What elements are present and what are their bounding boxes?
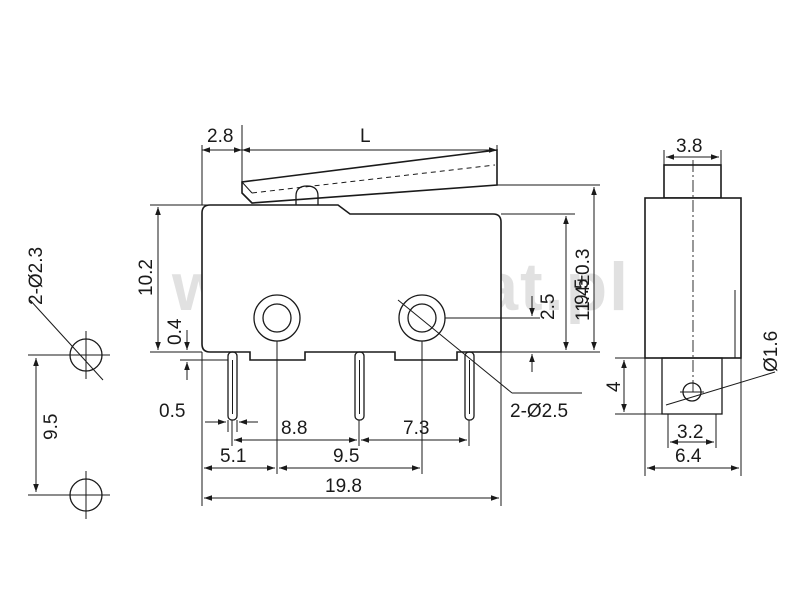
button-width-label: 3.8 xyxy=(676,136,702,157)
pin-spacing-label: 3.2 xyxy=(677,422,703,443)
hole-offset-label: 2.5 xyxy=(538,294,559,320)
actuator-button xyxy=(295,185,319,205)
side-pin xyxy=(661,357,723,415)
pin-hole-leader xyxy=(665,371,776,406)
body-height-label: 10.2 xyxy=(136,259,157,296)
front-view: 2.8 L 10.2 0.4 2.5 9.5 11.4±0.3 2-Ø2.5 xyxy=(136,125,600,506)
lever-offset-label: 2.8 xyxy=(207,126,233,147)
pcb-spacing-label: 9.5 xyxy=(41,414,62,440)
hole-spacing-label: 9.5 xyxy=(333,446,359,467)
switch-body xyxy=(201,204,502,361)
actuator-height-label: 9.5 xyxy=(572,279,593,305)
side-view: 3.8 4 Ø1.6 3.2 6.4 xyxy=(604,136,782,476)
pcb-hole-label: 2-Ø2.3 xyxy=(26,247,47,305)
pin-pitch-b-label: 7.3 xyxy=(403,418,429,439)
body-width-label: 6.4 xyxy=(675,446,702,467)
lever-length-label: L xyxy=(360,126,371,147)
pin-height-label: 4 xyxy=(604,381,625,392)
pcb-view: 9.5 2-Ø2.3 xyxy=(26,247,110,519)
pin-width-label: 0.5 xyxy=(159,401,185,422)
overall-height-label: 11.4±0.3 xyxy=(573,249,594,321)
hole-leader xyxy=(397,299,513,394)
pin-nc xyxy=(354,351,365,421)
pin-pitch-a-label: 8.8 xyxy=(281,418,307,439)
pin-standoff-label: 0.4 xyxy=(165,318,186,345)
pin-hole-label: Ø1.6 xyxy=(761,331,782,372)
pin-com xyxy=(227,351,238,421)
pin-no xyxy=(464,351,475,421)
side-button xyxy=(663,164,722,199)
body-length-label: 19.8 xyxy=(325,476,362,497)
hole-edge-label: 5.1 xyxy=(220,446,246,467)
lever-arm xyxy=(241,149,498,204)
pcb-hole-leader xyxy=(29,299,104,381)
hole-label: 2-Ø2.5 xyxy=(510,401,568,422)
